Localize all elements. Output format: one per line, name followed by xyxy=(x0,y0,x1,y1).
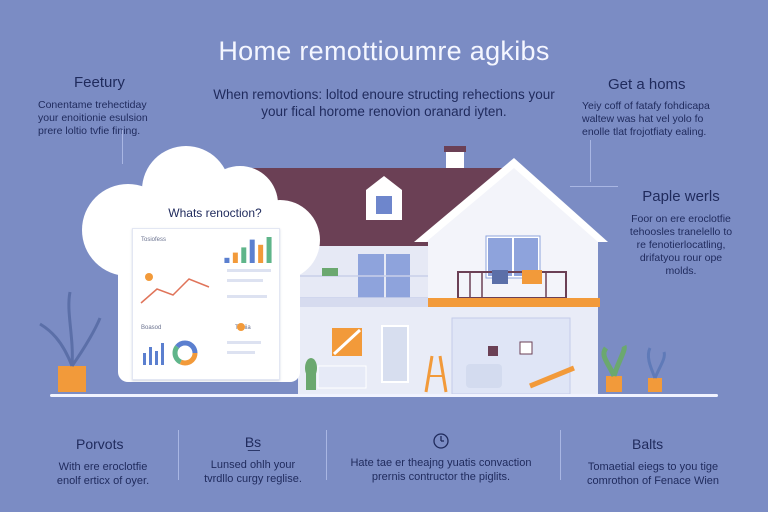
bottom-col-4: Balts Tomaetial eiegs to you tige comrot… xyxy=(578,436,728,488)
page-subtitle: When removtions: loltod enoure structing… xyxy=(180,86,588,120)
left-panel-line-2: your enoitionie esulsion xyxy=(38,112,148,124)
ground-line xyxy=(50,394,718,397)
bottom-col-3-line-2: prernis contructor the piglits. xyxy=(371,471,511,483)
bottom-col-1-line-2: enolf erticx of oyer. xyxy=(56,475,150,487)
left-panel-line-3: prere loltio tvfie fining. xyxy=(38,125,141,137)
bottom-col-3-line-1: Hate tae er theajng yuatis convaction xyxy=(350,457,532,469)
left-planter xyxy=(58,366,86,392)
bottom-col-1-line-1: With ere eroclotfie xyxy=(58,461,148,473)
divider-1 xyxy=(178,430,179,480)
bar-f xyxy=(266,237,272,263)
door xyxy=(381,325,409,383)
subtitle-line-2: your fical horome renovion oranard iyten… xyxy=(261,104,507,119)
dashboard-card: Tosiofess Boasod Teaiia xyxy=(132,228,280,380)
bottom-col-4-heading: Balts xyxy=(632,436,664,452)
right-mid-line-5: molds. xyxy=(665,265,697,277)
left-panel-line-1: Conentame trehectiday xyxy=(38,99,147,111)
card-label-a: Tosiofess xyxy=(141,237,167,243)
page-title: Home remottioumre agkibs xyxy=(218,36,550,66)
bar-e xyxy=(258,244,264,263)
right-mid-line-3: re fenotierlocatling, xyxy=(636,239,726,251)
right-mid-connector xyxy=(570,186,618,187)
bar-d xyxy=(249,239,255,263)
bar-a xyxy=(224,257,230,263)
right-top-connector xyxy=(590,140,591,182)
right-top-heading: Get a homs xyxy=(608,76,686,93)
bar-chart xyxy=(224,237,272,263)
bottom-col-2-line-1: Lunsed ohlh your xyxy=(210,459,296,471)
right-mid-heading: Paple werls xyxy=(642,188,720,205)
right-top-line-3: enolle tlat frojotfiaty ealing. xyxy=(582,126,707,138)
bottom-col-1-heading: Porvots xyxy=(76,436,124,452)
bar-b xyxy=(232,252,238,263)
right-mid-panel: Paple werls Foor on ere eroclotfie tehoo… xyxy=(616,188,746,278)
divider-2 xyxy=(326,430,327,480)
right-mid-line-2: tehoosles tranelello to xyxy=(629,226,733,238)
bottom-col-2-line-2: tvrdllo curgy reglise. xyxy=(204,473,302,485)
subtitle-line-1: When removtions: loltod enoure structing… xyxy=(213,87,555,102)
left-panel: Feetury Conentame trehectiday your enoit… xyxy=(38,74,188,138)
bottom-col-3: Hate tae er theajng yuatis convaction pr… xyxy=(336,432,546,484)
right-top-line-2: waltew was hat vel yolo fo xyxy=(582,113,704,125)
bottom-col-4-line-1: Tomaetial eiegs to you tige xyxy=(587,461,719,473)
left-connector xyxy=(122,130,123,164)
donut-chart xyxy=(172,340,198,366)
card-label-b: Boasod xyxy=(141,325,162,331)
mini-bars xyxy=(143,343,164,365)
divider-3 xyxy=(560,430,561,480)
right-mid-line-4: drifatyou rour ope xyxy=(639,252,723,264)
right-top-line-1: Yeiy coff of fatafy fohdicapa xyxy=(582,100,710,112)
right-mid-line-1: Foor on ere eroclotfie xyxy=(631,213,731,225)
line-chart xyxy=(140,273,210,304)
bottom-col-2: B͟s Lunsed ohlh your tvrdllo curgy regli… xyxy=(190,434,316,486)
clock-icon xyxy=(433,433,449,449)
orange-beam xyxy=(424,298,600,307)
bar-c xyxy=(241,247,247,263)
bottom-col-2-icon: B͟s xyxy=(244,434,262,450)
bottom-col-4-line-2: comrothon of Fenace Wien xyxy=(586,475,720,487)
left-panel-heading: Feetury xyxy=(74,74,125,91)
cloud-heading: Whats renoction? xyxy=(168,206,262,220)
right-top-panel: Get a homs Yeiy coff of fatafy fohdicapa… xyxy=(582,76,742,139)
bottom-col-1: Porvots With ere eroclotfie enolf erticx… xyxy=(36,436,170,488)
